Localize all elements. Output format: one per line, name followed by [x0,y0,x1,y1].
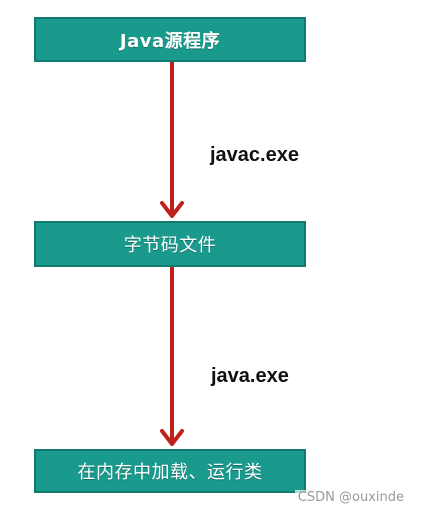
arrow-1 [160,60,184,218]
step-box-bytecode-file: 字节码文件 [34,221,306,267]
step-box-load-run-class: 在内存中加载、运行类 [34,449,306,493]
step-label-java-source: Java源程序 [119,30,221,52]
step-box-java-source: Java源程序 [34,17,306,62]
step-label-load-run-class: 在内存中加载、运行类 [77,462,263,483]
transition-label-javac: javac.exe [210,144,299,166]
transition-label-java: java.exe [211,365,289,387]
watermark: CSDN @ouxinde [294,490,407,505]
step-label-bytecode-file: 字节码文件 [123,235,217,256]
arrow-2 [160,265,184,446]
